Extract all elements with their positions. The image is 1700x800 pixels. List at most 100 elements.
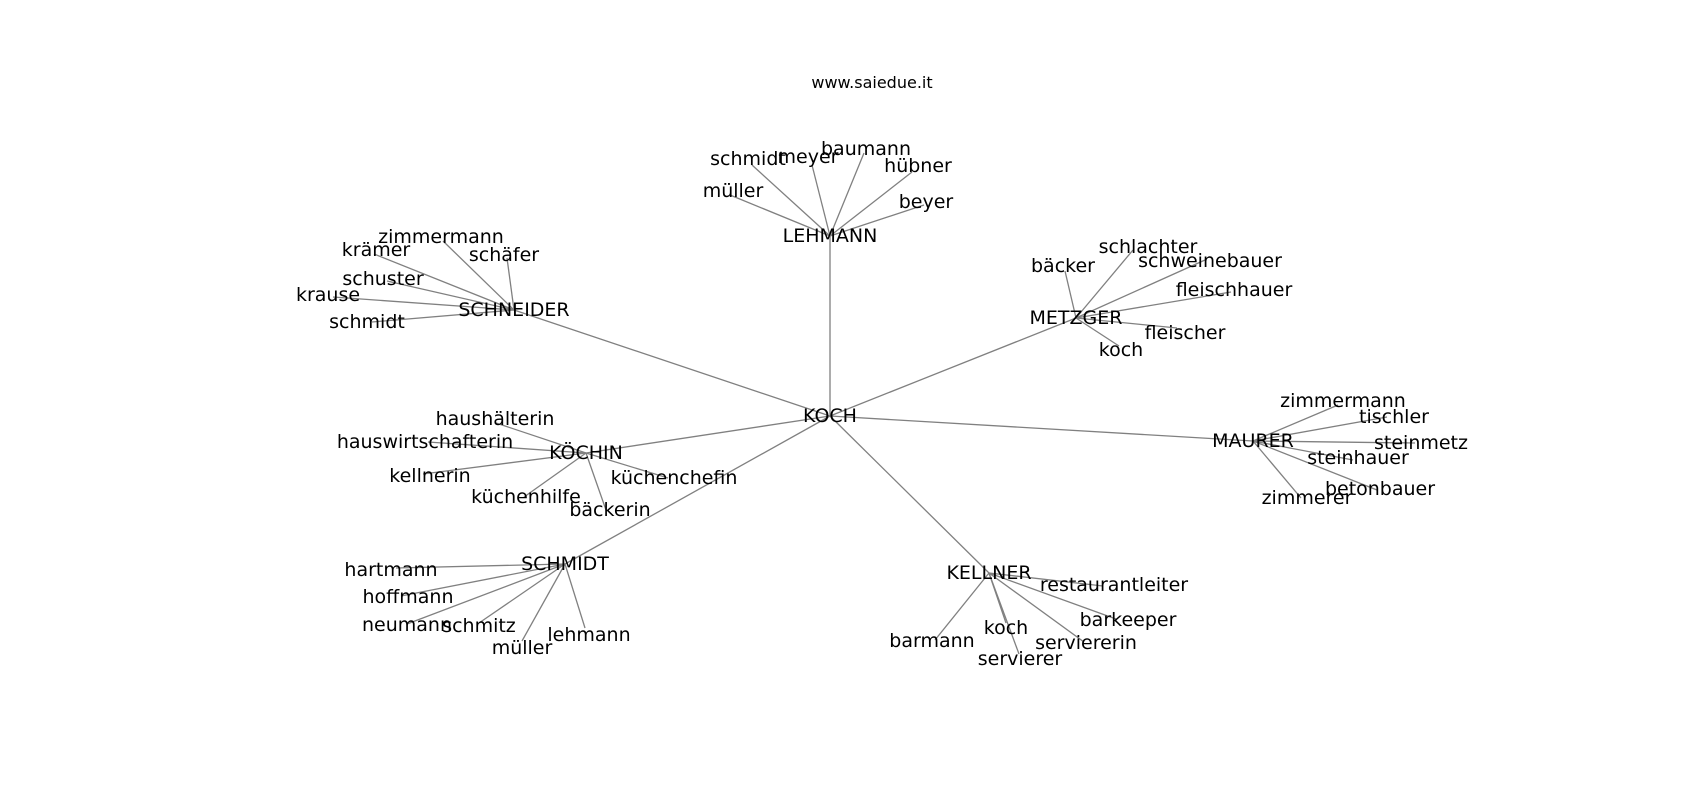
leaf-node-label: hoffmann [363, 586, 454, 608]
leaf-node-label: beyer [899, 191, 954, 213]
leaf-node-label: barmann [889, 630, 974, 652]
leaf-node-label: zimmermann [378, 226, 504, 248]
leaf-node-label: zimmermann [1280, 390, 1406, 412]
edge-hub-leaf [829, 152, 865, 237]
leaf-node-label: krause [296, 284, 360, 306]
hub-node-label: LEHMANN [783, 225, 878, 247]
edge-hub-leaf [811, 164, 831, 237]
leaf-node-label: steinmetz [1374, 432, 1468, 454]
edge-hub-leaf [506, 257, 515, 311]
hub-node-label: MAURER [1212, 430, 1294, 452]
edge-hub-leaf [523, 452, 587, 498]
edge-hub-leaf [422, 452, 587, 475]
edge-hub-leaf [585, 452, 669, 479]
leaf-node-label: betonbauer [1325, 478, 1435, 500]
edge-hub-leaf [751, 164, 831, 237]
leaf-node-label: servierer [978, 648, 1063, 670]
leaf-node-label: barkeeper [1080, 609, 1177, 631]
edge-hub-leaf [400, 563, 566, 597]
leaf-node-label: kellnerin [389, 465, 470, 487]
leaf-node-label: küchenhilfe [471, 486, 581, 508]
hub-node-label: METZGER [1030, 307, 1123, 329]
edge-hub-leaf [1252, 440, 1416, 444]
edge-hub-leaf [332, 296, 515, 311]
leaf-node-label: hauswirtschafterin [337, 431, 513, 453]
edge-hub-leaf [1064, 270, 1077, 319]
edge-hub-leaf [495, 422, 587, 454]
edge-hub-leaf [371, 309, 515, 323]
edge-hub-leaf [988, 572, 1117, 620]
hub-node-label: SCHMIDT [521, 553, 609, 575]
hub-node-label: KELLNER [946, 562, 1031, 584]
center-node-label: KOCH [803, 405, 857, 427]
edge-hub-leaf [829, 204, 925, 237]
leaf-node-label: müller [492, 637, 553, 659]
edge-hub-leaf [829, 171, 913, 237]
leaf-node-label: lehmann [547, 624, 630, 646]
leaf-node-label: schäfer [469, 244, 539, 266]
edge-hub-leaf [1252, 440, 1354, 461]
edge-hub-leaf [521, 563, 566, 642]
leaf-node-label: meyer [778, 146, 839, 168]
edge-hub-leaf [934, 572, 990, 641]
leaf-node-label: zimmerer [1262, 487, 1353, 509]
leaf-node-label: restaurantleiter [1040, 574, 1188, 596]
leaf-node-label: fleischhauer [1176, 279, 1293, 301]
edge-hub-leaf [564, 563, 586, 629]
leaf-node-label: schmitz [442, 615, 516, 637]
edge-hub-leaf [585, 452, 607, 511]
edge-hub-leaf [988, 572, 1085, 643]
leaf-node-label: müller [703, 180, 764, 202]
edges-layer [332, 152, 1416, 655]
edge-hub-leaf [406, 563, 566, 625]
site-label: www.saiedue.it [811, 73, 932, 92]
edge-hub-leaf [988, 572, 1020, 655]
leaf-node-label: schmidt [710, 148, 786, 170]
leaf-node-label: bäckerin [569, 499, 650, 521]
leaf-node-label: schweinebauer [1138, 250, 1282, 272]
edge-hub-leaf [395, 563, 566, 569]
edge-hub-leaf [1252, 404, 1339, 442]
leaf-node-label: schmidt [329, 311, 405, 333]
leaf-node-label: hartmann [344, 559, 437, 581]
leaf-node-label: schuster [342, 268, 423, 290]
leaf-node-label: koch [984, 617, 1028, 639]
edge-hub-leaf [1252, 440, 1302, 499]
edge-center-hub [829, 415, 990, 574]
labels-layer: KOCHLEHMANNschmidtmeyerbaumannhübnermüll… [296, 138, 1468, 670]
edge-center-hub [829, 415, 1254, 442]
leaf-node-label: tischler [1359, 406, 1429, 428]
edge-hub-leaf [1075, 259, 1206, 319]
leaf-node-label: bäcker [1031, 255, 1095, 277]
edge-hub-leaf [1075, 249, 1134, 319]
leaf-node-label: küchenchefin [611, 467, 738, 489]
edge-hub-leaf [386, 280, 515, 311]
edge-center-hub [564, 415, 831, 565]
edge-center-hub [829, 317, 1077, 417]
edge-hub-leaf [1252, 416, 1388, 442]
edge-center-hub [513, 309, 831, 417]
leaf-node-label: baumann [821, 138, 911, 160]
leaf-node-label: serviererin [1035, 632, 1137, 654]
edge-hub-leaf [1252, 440, 1378, 491]
edge-hub-leaf [478, 563, 566, 624]
leaf-node-label: hübner [884, 155, 952, 177]
edge-hub-leaf [427, 441, 587, 454]
edge-hub-leaf [1075, 317, 1120, 347]
leaf-node-label: koch [1099, 339, 1143, 361]
leaf-node-label: haushälterin [436, 408, 555, 430]
leaf-node-label: neumann [362, 614, 452, 636]
leaf-node-label: schlachter [1099, 236, 1198, 258]
edge-hub-leaf [988, 572, 1104, 587]
leaf-node-label: fleischer [1145, 322, 1226, 344]
edge-hub-leaf [1075, 291, 1232, 319]
edge-hub-leaf [729, 194, 831, 237]
leaf-node-label: krämer [342, 239, 411, 261]
edge-hub-leaf [442, 240, 515, 311]
hub-node-label: SCHNEIDER [458, 299, 569, 321]
edge-center-hub [585, 415, 831, 454]
leaf-node-label: steinhauer [1307, 447, 1409, 469]
edge-hub-leaf [1075, 317, 1178, 329]
hub-node-label: KÖCHIN [549, 441, 623, 464]
